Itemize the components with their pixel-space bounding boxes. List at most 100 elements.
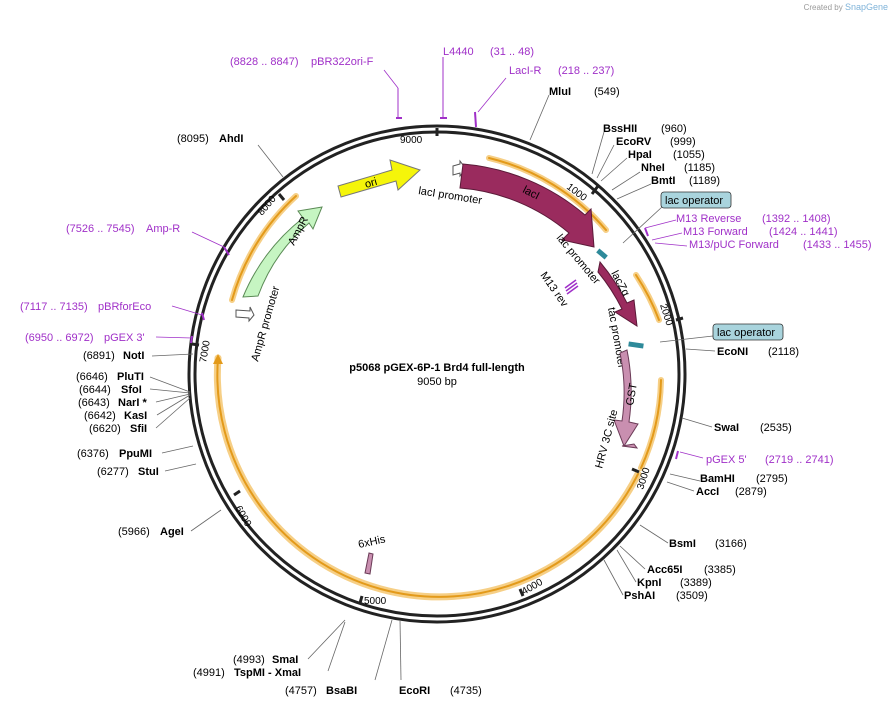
svg-text:KasI: KasI: [124, 410, 147, 422]
svg-text:BsaBI: BsaBI: [326, 685, 357, 697]
svg-text:(960): (960): [661, 123, 687, 135]
svg-text:(4735): (4735): [450, 685, 482, 697]
svg-text:pGEX 5': pGEX 5': [706, 454, 747, 466]
primer-amp-r: (7526 .. 7545) Amp-R: [66, 223, 230, 256]
svg-text:KpnI: KpnI: [637, 577, 661, 589]
svg-text:(6950 .. 6972): (6950 .. 6972): [25, 332, 94, 344]
enzyme-sites-right: [374, 94, 716, 681]
svg-text:6xHis: 6xHis: [357, 533, 387, 551]
svg-text:HpaI: HpaI: [628, 149, 652, 161]
primer-m13-puc-forward: M13/pUC Forward (1433 .. 1455): [654, 239, 872, 251]
backbone-outer: [187, 124, 687, 624]
svg-text:(2535): (2535): [760, 422, 792, 434]
primer-laci-r: LacI-R (218 .. 237): [474, 65, 614, 128]
orf-arc-gst: [638, 377, 664, 471]
svg-text:(6644): (6644): [79, 384, 111, 396]
svg-text:BssHII: BssHII: [603, 123, 637, 135]
orf-arcs: [213, 155, 664, 601]
svg-text:(8828 .. 8847): (8828 .. 8847): [230, 56, 299, 68]
plasmid-size: 9050 bp: [417, 376, 457, 388]
svg-text:(5966): (5966): [118, 526, 150, 538]
svg-text:(8095): (8095): [177, 133, 209, 145]
svg-text:SmaI: SmaI: [272, 654, 298, 666]
svg-text:M13 Forward: M13 Forward: [683, 226, 748, 238]
svg-text:M13 rev: M13 rev: [538, 270, 571, 310]
tick-label-9000: 9000: [400, 135, 423, 146]
svg-text:(4993): (4993): [233, 654, 265, 666]
svg-text:(6620): (6620): [89, 423, 121, 435]
primer-pgex3: (6950 .. 6972) pGEX 3': [25, 332, 193, 344]
svg-text:NotI: NotI: [123, 350, 144, 362]
svg-text:EcoRI: EcoRI: [399, 685, 430, 697]
feature-ori: ori: [337, 159, 421, 198]
svg-text:(6643): (6643): [78, 397, 110, 409]
svg-text:(2719 .. 2741): (2719 .. 2741): [765, 454, 834, 466]
feature-hrv-site: HRV 3C site: [593, 408, 639, 470]
svg-text:(1189): (1189): [689, 175, 720, 187]
svg-text:SwaI: SwaI: [714, 422, 739, 434]
orf-arrow-brd4: [213, 354, 223, 364]
primer-pgex5: pGEX 5' (2719 .. 2741): [675, 450, 834, 466]
orf-arc-brd4: [213, 354, 642, 601]
svg-text:(1433 .. 1455): (1433 .. 1455): [803, 239, 872, 251]
svg-text:pBRforEco: pBRforEco: [98, 301, 151, 313]
svg-text:AgeI: AgeI: [160, 526, 184, 538]
svg-text:Acc65I: Acc65I: [647, 564, 682, 576]
feature-m13-rev: M13 rev: [538, 270, 579, 310]
svg-text:AhdI: AhdI: [219, 133, 243, 145]
svg-text:StuI: StuI: [138, 466, 159, 478]
svg-text:(1185): (1185): [684, 162, 715, 174]
svg-text:SfiI: SfiI: [130, 423, 147, 435]
svg-text:(549): (549): [594, 86, 620, 98]
svg-text:NarI *: NarI *: [118, 397, 147, 409]
feature-6xhis: 6xHis: [357, 533, 387, 575]
svg-text:GST: GST: [624, 382, 640, 407]
primer-l4440: L4440 (31 .. 48): [440, 46, 534, 119]
plasmid-name: p5068 pGEX-6P-1 Brd4 full-length: [349, 362, 525, 374]
svg-text:BsmI: BsmI: [669, 538, 696, 550]
enzyme-labels-right: MluI(549) BssHII(960) EcoRV(999) HpaI(10…: [285, 86, 799, 697]
feature-laci: lacI: [459, 163, 595, 248]
svg-text:(3509): (3509): [676, 590, 708, 602]
svg-text:pBR322ori-F: pBR322ori-F: [311, 56, 374, 68]
svg-text:M13 Reverse: M13 Reverse: [676, 213, 741, 225]
svg-text:(1424 .. 1441): (1424 .. 1441): [769, 226, 838, 238]
svg-text:(7117 .. 7135): (7117 .. 7135): [20, 301, 88, 313]
svg-text:PshAI: PshAI: [624, 590, 655, 602]
svg-text:(6277): (6277): [97, 466, 129, 478]
svg-text:LacI-R: LacI-R: [509, 65, 541, 77]
svg-text:(7526 .. 7545): (7526 .. 7545): [66, 223, 135, 235]
svg-text:PluTI: PluTI: [117, 371, 144, 383]
svg-text:TspMI - XmaI: TspMI - XmaI: [234, 667, 301, 679]
svg-text:L4440: L4440: [443, 46, 474, 58]
svg-text:(3385): (3385): [704, 564, 736, 576]
svg-text:(4991): (4991): [193, 667, 225, 679]
enzyme-sites-left: [149, 144, 346, 672]
svg-text:SfoI: SfoI: [121, 384, 142, 396]
svg-text:HRV 3C site: HRV 3C site: [593, 408, 620, 469]
svg-text:ori: ori: [364, 176, 379, 191]
svg-text:EcoRV: EcoRV: [616, 136, 652, 148]
svg-text:pGEX 3': pGEX 3': [104, 332, 145, 344]
enzyme-labels-left: (8095)AhdI (6891)NotI (6646)PluTI (6644)…: [76, 133, 301, 679]
tick-label-7000: 7000: [198, 339, 213, 363]
svg-text:BmtI: BmtI: [651, 175, 675, 187]
svg-text:EcoNI: EcoNI: [717, 346, 748, 358]
primer-pbrforeco: (7117 .. 7135) pBRforEco: [20, 301, 205, 321]
svg-text:(1392 .. 1408): (1392 .. 1408): [762, 213, 831, 225]
svg-text:(999): (999): [670, 136, 696, 148]
svg-text:(6642): (6642): [84, 410, 116, 422]
svg-text:(3166): (3166): [715, 538, 747, 550]
lac-operator-callout-2: lac operator: [659, 323, 784, 343]
svg-text:(6646): (6646): [76, 371, 108, 383]
svg-text:(3389): (3389): [680, 577, 712, 589]
svg-text:(2795): (2795): [756, 473, 788, 485]
svg-text:(6376): (6376): [77, 448, 109, 460]
primer-m13-forward: M13 Forward (1424 .. 1441): [651, 226, 838, 241]
svg-text:(1055): (1055): [673, 149, 705, 161]
snapgene-logo: SnapGene: [844, 2, 888, 12]
svg-text:PpuMI: PpuMI: [119, 448, 152, 460]
feature-gst: GST: [613, 349, 640, 448]
snapgene-credit: Created by SnapGene: [803, 2, 888, 12]
